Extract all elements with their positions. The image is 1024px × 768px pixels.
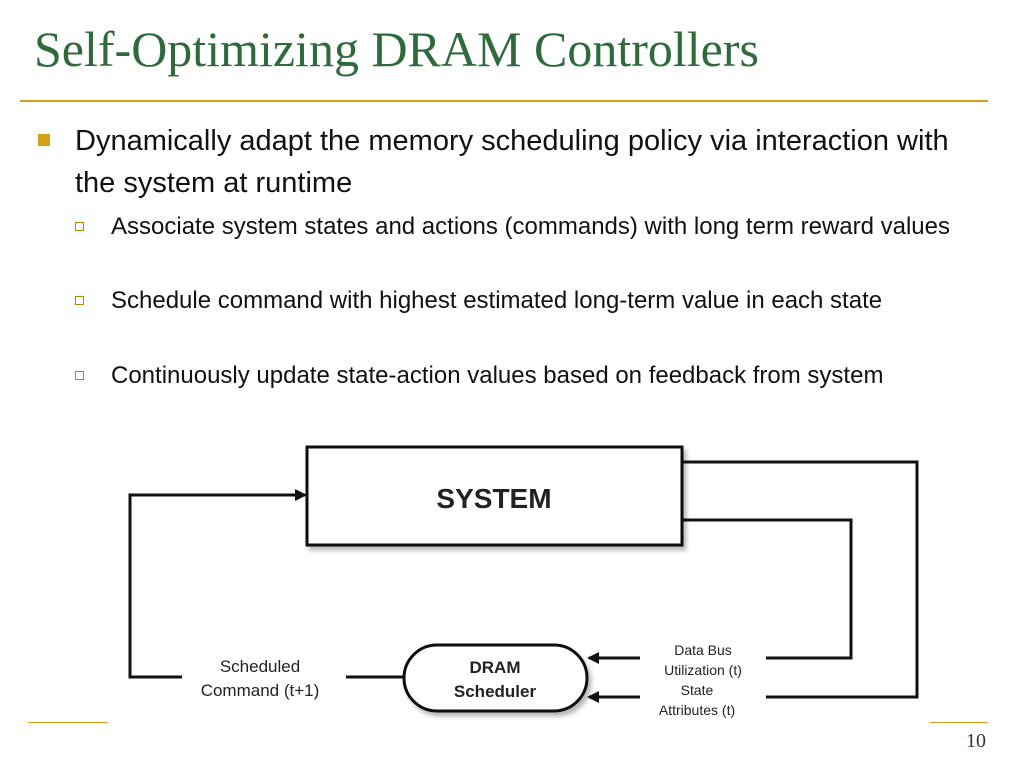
scheduler-label-line1: DRAM — [470, 658, 521, 677]
output-label-line2: Command (t+1) — [201, 681, 320, 700]
footer-rule-left — [28, 722, 108, 723]
hollow-square-icon — [75, 371, 84, 380]
sub-bullet-text: Continuously update state-action values … — [111, 362, 884, 389]
command-arrow — [128, 489, 307, 679]
footer-rule-right — [930, 722, 988, 723]
system-label: SYSTEM — [436, 483, 551, 514]
sub-bullet-text: Schedule command with highest estimated … — [111, 287, 883, 314]
input2-label-line2: Attributes (t) — [659, 702, 735, 718]
input2-label-bg — [640, 682, 766, 722]
slide-title: Self-Optimizing DRAM Controllers — [34, 21, 759, 77]
hollow-square-icon — [75, 296, 84, 305]
bullet-square-icon — [38, 134, 50, 146]
system-box — [305, 445, 684, 547]
output-label-line1: Scheduled — [220, 657, 300, 676]
title-divider — [20, 100, 988, 102]
input2-label-line1: State — [681, 682, 714, 698]
input1-label-line1: Data Bus — [674, 642, 732, 658]
hollow-square-icon — [75, 222, 84, 231]
input1-label-line2: Utilization (t) — [664, 662, 742, 678]
bullet-text: Dynamically adapt the memory scheduling … — [75, 125, 949, 199]
scheduler-label-line2: Scheduler — [454, 682, 537, 701]
sub-bullet-text: Associate system states and actions (com… — [111, 213, 951, 240]
dram-scheduler-box — [402, 643, 589, 713]
page-number: 10 — [966, 730, 986, 752]
input1-label-bg — [640, 642, 766, 682]
